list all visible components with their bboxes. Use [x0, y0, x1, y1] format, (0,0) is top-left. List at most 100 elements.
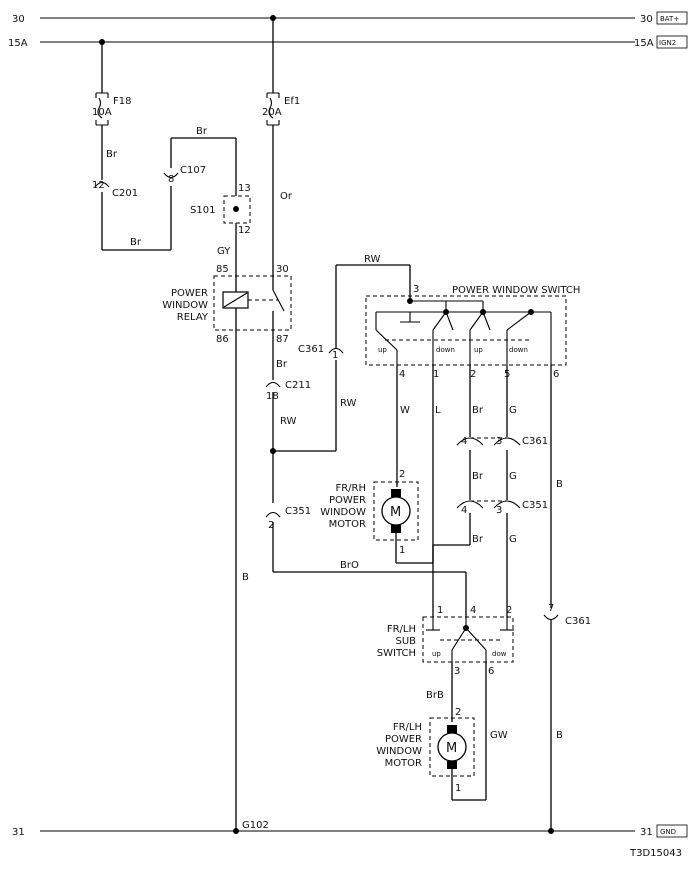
ef1-rating: 20A	[262, 107, 282, 118]
ignition-rail: 15A 15A IGN2	[8, 35, 688, 49]
c211-name: C211	[285, 380, 311, 391]
right-ground-wire: 7 C361 B	[543, 603, 591, 831]
battery-rail: 30 30 BAT+	[12, 11, 688, 25]
c107-name: C107	[180, 165, 206, 176]
connector-c107	[163, 172, 179, 179]
gnd-tag: GND	[660, 828, 676, 836]
wire-br-top: Br	[196, 126, 208, 137]
c351-left-pin: 2	[268, 520, 274, 531]
fr-rh-label-3: WINDOW	[320, 507, 366, 518]
rail-15a-left: 15A	[8, 38, 28, 49]
f18-name: F18	[113, 96, 131, 107]
relay-pin-87: 87	[276, 334, 289, 345]
pws-contact-up-1: up	[378, 346, 387, 354]
rail-30-right: 30	[640, 14, 653, 25]
sub-contact-dow: dow	[492, 650, 507, 658]
sub-contact-up: up	[432, 650, 441, 658]
c361-right-name: C361	[565, 616, 591, 627]
switch-output-wires: W L Br G B 4 3 C361 Br G 4 3 C351 Br	[396, 365, 563, 618]
power-window-relay: 85 30 86 87 POWER WINDOW RELAY	[162, 264, 292, 345]
pws-contact-up-2: up	[474, 346, 483, 354]
wire-g-c361: G	[509, 471, 517, 482]
sub-pin-4: 4	[470, 605, 476, 616]
ground-rail: 31 31 GND G102	[12, 820, 688, 838]
fr-lh-motor-symbol: M	[446, 741, 457, 756]
fr-rh-power-window-motor: M 2 1 FR/RH POWER WINDOW MOTOR	[320, 469, 433, 564]
wire-rw-vertical: RW	[340, 398, 357, 409]
wire-br-c361: Br	[472, 471, 484, 482]
wire-b-right-lower: B	[556, 730, 563, 741]
sub-pin-3: 3	[454, 666, 460, 677]
c201-pin: 12	[92, 180, 105, 191]
connector-c351-mid: 4 3 C351	[456, 500, 548, 516]
c361-left-name: C361	[298, 344, 324, 355]
fr-rh-label-4: MOTOR	[329, 519, 366, 530]
splice-s101	[223, 195, 251, 224]
connector-c361-right	[543, 614, 559, 621]
fr-rh-pin-1: 1	[399, 545, 405, 556]
bat-tag-box	[656, 11, 688, 25]
f18-rating: 10A	[92, 107, 112, 118]
connector-c211	[265, 381, 281, 388]
wire-brb: BrB	[426, 690, 444, 701]
connector-c351-left	[265, 511, 281, 518]
ground-g102: G102	[242, 820, 269, 831]
wire-gw: GW	[490, 730, 508, 741]
s101-name: S101	[190, 205, 215, 216]
sub-pin-1: 1	[437, 605, 443, 616]
ef1-branch: Ef1 20A Or	[262, 18, 300, 278]
pws-pin-6: 6	[553, 369, 559, 380]
wire-br-mid: Br	[106, 149, 118, 160]
fr-rh-brush-top	[391, 489, 401, 497]
relay-label-3: RELAY	[177, 312, 209, 323]
wire-bro: BrO	[340, 560, 359, 571]
wire-rw-top: RW	[364, 254, 381, 265]
pws-pin-2: 2	[470, 369, 476, 380]
c361-mid-pin-3: 3	[496, 436, 502, 447]
fr-rh-motor-symbol: M	[390, 505, 401, 520]
fr-lh-label-4: MOTOR	[385, 758, 422, 769]
fr-lh-label-2: POWER	[385, 734, 422, 745]
fr-lh-power-window-motor: BrB M 2 1 FR/LH POWER WINDOW MOTOR GW	[376, 662, 508, 801]
gnd-tag-box	[656, 824, 688, 838]
fr-rh-label-2: POWER	[329, 495, 366, 506]
wire-or: Or	[280, 191, 293, 202]
wire-b-right-upper: B	[556, 479, 563, 490]
wire-rw-relay: RW	[280, 416, 297, 427]
fr-lh-pin-1: 1	[455, 783, 461, 794]
wire-b-main: B	[242, 572, 249, 583]
relay-contact	[272, 289, 285, 312]
c361-mid-name: C361	[522, 436, 548, 447]
pws-pin-3: 3	[413, 284, 419, 295]
relay-pin-86: 86	[216, 334, 229, 345]
rail-31-left: 31	[12, 827, 25, 838]
c351-mid-pin-4: 4	[461, 505, 467, 516]
fr-lh-label-3: WINDOW	[376, 746, 422, 757]
power-window-switch: POWER WINDOW SWITCH 3 up down up down 4 …	[365, 284, 580, 380]
sub-label-2: SUB	[395, 636, 416, 647]
c361-left-pin: 1	[332, 350, 338, 361]
c107-pin: 8	[168, 174, 174, 185]
wire-g-sw: G	[509, 405, 517, 416]
sub-label-3: SWITCH	[377, 648, 416, 659]
connector-c201	[94, 181, 110, 188]
pws-contact-down-1: down	[436, 346, 455, 354]
relay-output-branch: Br 18 C211 RW RW 1 C361 RW 2 C351 BrO	[265, 254, 466, 573]
pws-contact-down-2: down	[509, 346, 528, 354]
relay-pin-85: 85	[216, 264, 229, 275]
c201-name: C201	[112, 188, 138, 199]
rail-15a-right: 15A	[634, 38, 654, 49]
fr-lh-brush-bottom	[447, 761, 457, 769]
fr-rh-pin-2: 2	[399, 469, 405, 480]
fr-lh-pin-2: 2	[455, 707, 461, 718]
pws-label: POWER WINDOW SWITCH	[452, 285, 580, 296]
bat-tag: BAT+	[660, 15, 679, 23]
s101-pin-bottom: 12	[238, 225, 251, 236]
fr-rh-label-1: FR/RH	[335, 483, 366, 494]
wire-br-relay: Br	[276, 359, 288, 370]
wire-br-c351: Br	[472, 534, 484, 545]
rail-31-right: 31	[640, 827, 653, 838]
pws-pin-1: 1	[433, 369, 439, 380]
c361-mid-pin-4: 4	[461, 436, 467, 447]
